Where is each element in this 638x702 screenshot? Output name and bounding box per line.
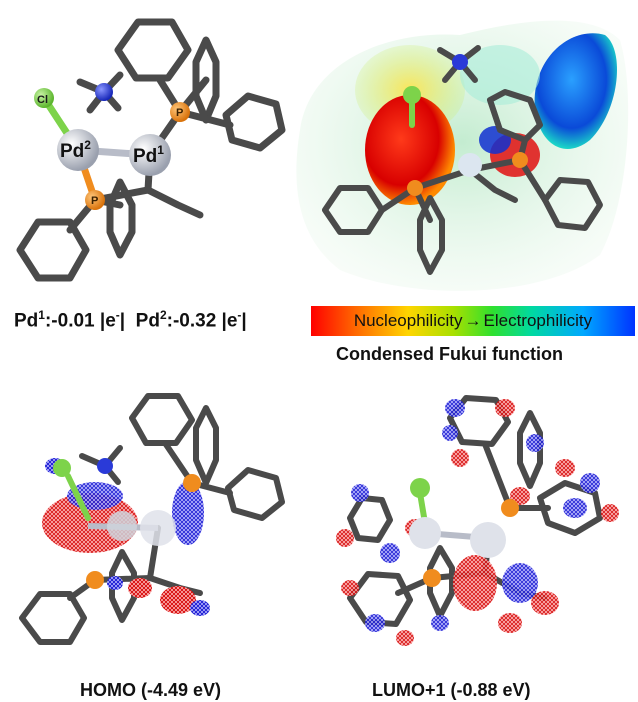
p-label-1: P: [176, 107, 183, 119]
lumo-panel: [320, 388, 638, 673]
fukui-colorbar: Nucleophilicity → Electrophilicity: [311, 306, 635, 336]
pd2-atom: [57, 129, 99, 171]
p-label-2: P: [91, 195, 98, 207]
lumo-orbital-render: [336, 395, 619, 646]
structure-panel: Cl Pd2 Pd1 P P: [0, 0, 310, 300]
lumo-caption: LUMO+1 (-0.88 eV): [372, 680, 531, 700]
phosphorus-atom-2: [85, 190, 105, 210]
homo-panel: [0, 388, 310, 673]
pd1-atom: [129, 134, 171, 176]
molecule-structure: Cl Pd2 Pd1 P P: [16, 18, 286, 282]
nitrogen-atom: [95, 83, 113, 101]
fukui-surface-render: [296, 20, 629, 291]
homo-caption: HOMO (-4.49 eV): [80, 680, 222, 700]
colorbar-arrow: →: [464, 311, 482, 330]
fukui-caption: Condensed Fukui function: [336, 344, 563, 364]
cl-label: Cl: [37, 94, 48, 106]
colorbar-left-label: Nucleophilicity: [353, 311, 463, 330]
pd1-label: Pd1: [133, 143, 164, 167]
pd2-label: Pd2: [60, 138, 91, 162]
phosphorus-atom-1: [170, 102, 190, 122]
homo-orbital-render: [19, 393, 285, 645]
chlorine-atom: [34, 88, 54, 108]
fukui-panel: [290, 0, 635, 300]
colorbar-right-label: Electrophilicity: [483, 311, 593, 330]
charges-caption: Pd1:-0.01 |e-| Pd2:-0.32 |e-|: [14, 308, 247, 332]
